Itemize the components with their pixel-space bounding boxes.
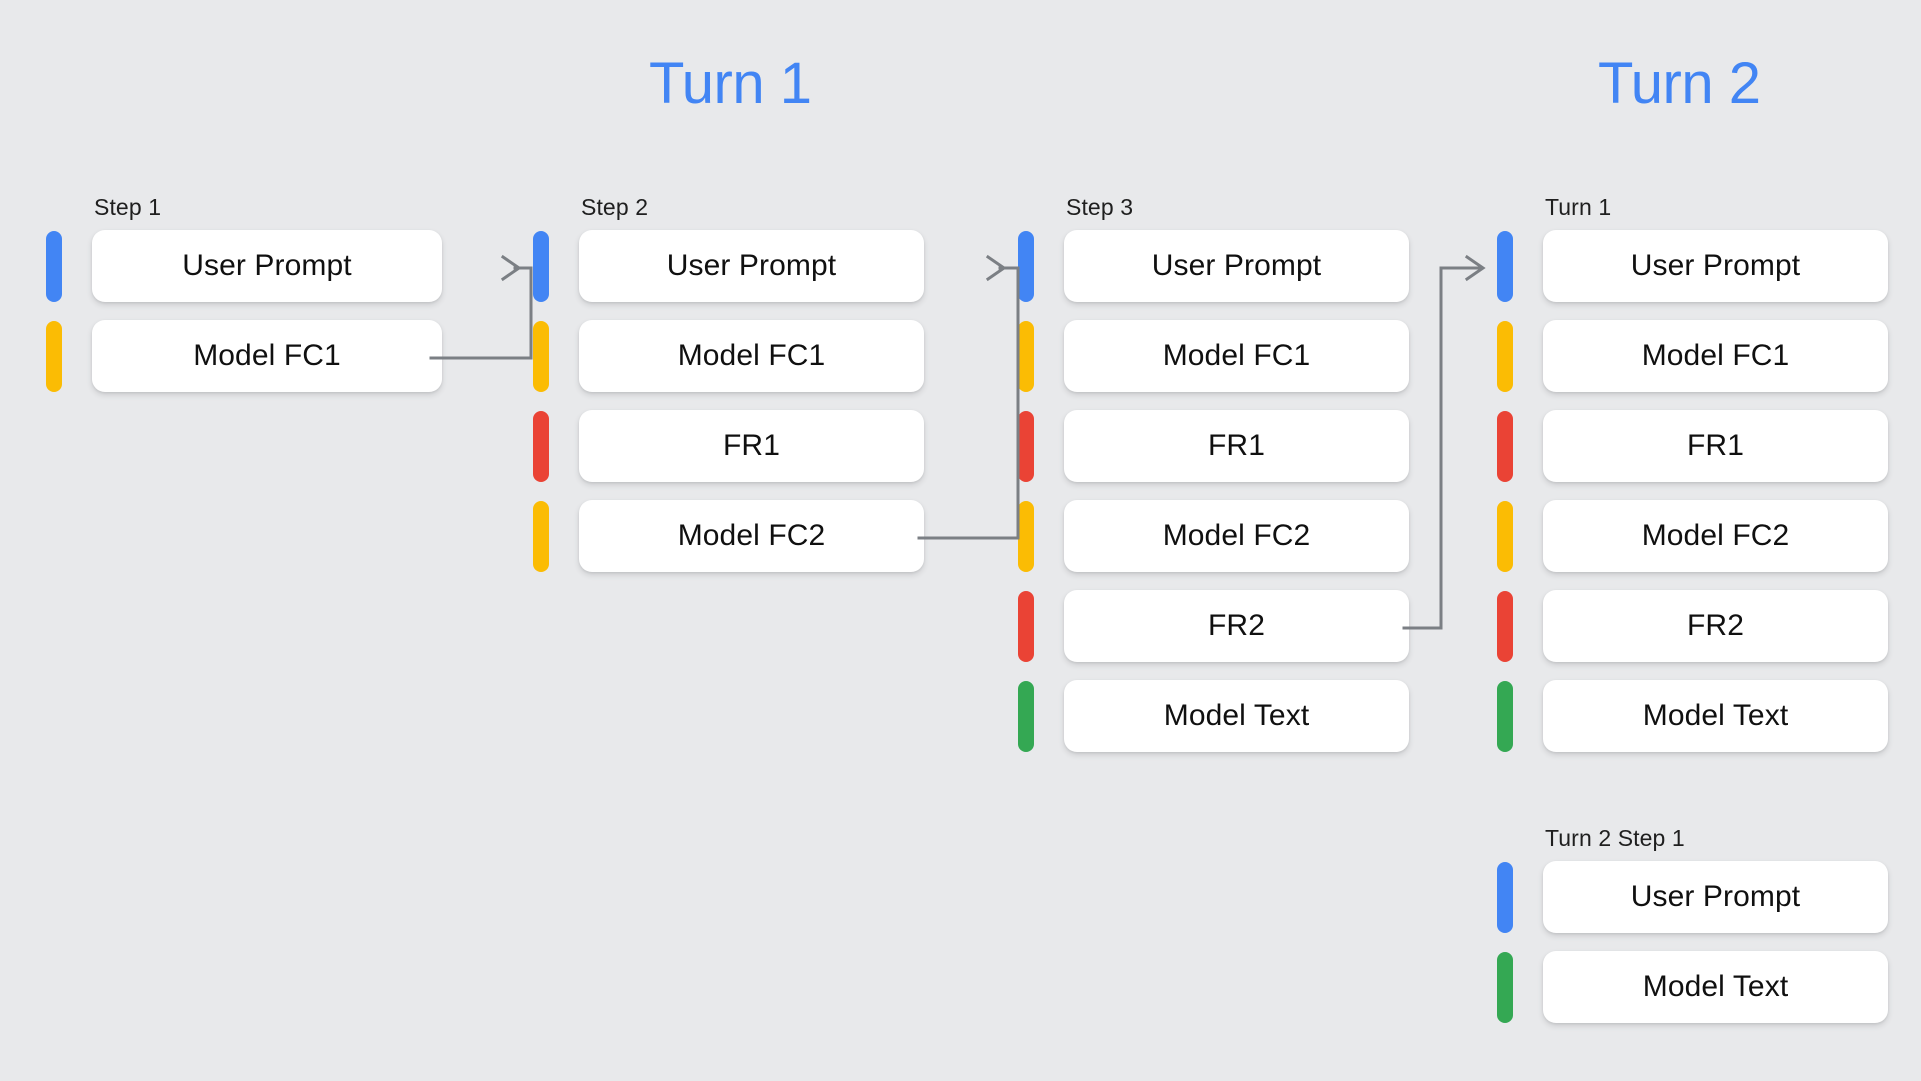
card-step-2-0[interactable]: User Prompt xyxy=(579,230,924,302)
row-step-2-3[interactable]: Model FC2 xyxy=(533,500,933,572)
card-label: Model Text xyxy=(1642,970,1789,1003)
card-label: FR1 xyxy=(1687,429,1744,462)
status-bar-yellow xyxy=(1497,500,1513,572)
card-step-3-4[interactable]: FR2 xyxy=(1064,590,1409,662)
status-bar-red xyxy=(533,410,549,482)
card-turn-2-turn-1-0[interactable]: User Prompt xyxy=(1543,230,1888,302)
card-label: Model Text xyxy=(1642,699,1789,732)
connector-path xyxy=(917,266,1020,540)
status-bar-blue xyxy=(533,230,549,302)
column-step-3: Step 3 User Prompt Model FC1 FR1 Model F… xyxy=(1018,194,1418,770)
status-bar-red xyxy=(1018,410,1034,482)
row-turn-2-turn-1-3[interactable]: Model FC2 xyxy=(1497,500,1897,572)
card-label: Model FC2 xyxy=(677,519,826,552)
column-label-step-2: Step 2 xyxy=(581,194,649,220)
card-turn-2-turn-1-3[interactable]: Model FC2 xyxy=(1543,500,1888,572)
card-label: User Prompt xyxy=(182,249,352,282)
column-step-2: Step 2 User Prompt Model FC1 FR1 Model F… xyxy=(533,194,933,590)
card-step-1-0[interactable]: User Prompt xyxy=(92,230,442,302)
status-bar-green xyxy=(1497,951,1513,1023)
status-bar-yellow xyxy=(46,320,62,392)
row-step-3-5[interactable]: Model Text xyxy=(1018,680,1418,752)
row-turn-2-step-1-1[interactable]: Model Text xyxy=(1497,951,1897,1023)
arrow-head-icon xyxy=(500,254,522,282)
row-step-3-2[interactable]: FR1 xyxy=(1018,410,1418,482)
card-turn-2-turn-1-2[interactable]: FR1 xyxy=(1543,410,1888,482)
column-turn-2-turn-1: Turn 1 User Prompt Model FC1 FR1 Model F… xyxy=(1497,194,1897,770)
card-label: Model FC1 xyxy=(193,339,341,372)
row-turn-2-turn-1-5[interactable]: Model Text xyxy=(1497,680,1897,752)
card-label: Model FC2 xyxy=(1641,519,1790,552)
status-bar-green xyxy=(1497,680,1513,752)
column-label-step-3: Step 3 xyxy=(1066,194,1134,220)
card-label: User Prompt xyxy=(666,249,837,282)
status-bar-yellow xyxy=(1497,320,1513,392)
card-label: FR2 xyxy=(1687,609,1744,642)
card-label: User Prompt xyxy=(1630,249,1801,282)
card-label: User Prompt xyxy=(1151,249,1322,282)
status-bar-yellow xyxy=(533,500,549,572)
connector-path xyxy=(429,266,533,360)
card-label: FR2 xyxy=(1208,609,1265,642)
status-bar-yellow xyxy=(1018,320,1034,392)
column-label-step-1: Step 1 xyxy=(94,194,162,220)
status-bar-red xyxy=(1497,590,1513,662)
arrow-head-icon xyxy=(985,254,1007,282)
card-step-3-5[interactable]: Model Text xyxy=(1064,680,1409,752)
card-step-2-2[interactable]: FR1 xyxy=(579,410,924,482)
column-turn-2-step-1: Turn 2 Step 1 User Prompt Model Text xyxy=(1497,825,1897,1041)
row-step-3-3[interactable]: Model FC2 xyxy=(1018,500,1418,572)
card-step-1-1[interactable]: Model FC1 xyxy=(92,320,442,392)
status-bar-yellow xyxy=(1018,500,1034,572)
status-bar-blue xyxy=(1497,230,1513,302)
arrow-head-icon xyxy=(1464,254,1486,282)
card-label: User Prompt xyxy=(1630,880,1801,913)
card-step-3-1[interactable]: Model FC1 xyxy=(1064,320,1409,392)
card-turn-2-step-1-0[interactable]: User Prompt xyxy=(1543,861,1888,933)
column-step-1: Step 1 User Prompt Model FC1 xyxy=(46,194,446,410)
turn-1-heading: Turn 1 xyxy=(649,51,812,116)
card-turn-2-step-1-1[interactable]: Model Text xyxy=(1543,951,1888,1023)
row-step-1-0[interactable]: User Prompt xyxy=(46,230,446,302)
card-turn-2-turn-1-4[interactable]: FR2 xyxy=(1543,590,1888,662)
row-turn-2-turn-1-2[interactable]: FR1 xyxy=(1497,410,1897,482)
card-step-2-1[interactable]: Model FC1 xyxy=(579,320,924,392)
card-label: Model FC1 xyxy=(1641,339,1790,372)
card-label: FR1 xyxy=(1208,429,1265,462)
card-turn-2-turn-1-5[interactable]: Model Text xyxy=(1543,680,1888,752)
row-turn-2-turn-1-1[interactable]: Model FC1 xyxy=(1497,320,1897,392)
card-step-3-3[interactable]: Model FC2 xyxy=(1064,500,1409,572)
row-step-2-0[interactable]: User Prompt xyxy=(533,230,933,302)
status-bar-blue xyxy=(46,230,62,302)
card-turn-2-turn-1-1[interactable]: Model FC1 xyxy=(1543,320,1888,392)
row-step-3-0[interactable]: User Prompt xyxy=(1018,230,1418,302)
row-turn-2-turn-1-4[interactable]: FR2 xyxy=(1497,590,1897,662)
column-label-turn-2-step-1: Turn 2 Step 1 xyxy=(1545,825,1685,851)
card-step-3-0[interactable]: User Prompt xyxy=(1064,230,1409,302)
card-step-3-2[interactable]: FR1 xyxy=(1064,410,1409,482)
card-step-2-3[interactable]: Model FC2 xyxy=(579,500,924,572)
row-turn-2-step-1-0[interactable]: User Prompt xyxy=(1497,861,1897,933)
row-step-2-1[interactable]: Model FC1 xyxy=(533,320,933,392)
status-bar-red xyxy=(1497,410,1513,482)
row-step-3-1[interactable]: Model FC1 xyxy=(1018,320,1418,392)
status-bar-yellow xyxy=(533,320,549,392)
card-label: Model FC1 xyxy=(677,339,826,372)
turn-2-heading: Turn 2 xyxy=(1598,51,1761,116)
status-bar-green xyxy=(1018,680,1034,752)
row-turn-2-turn-1-0[interactable]: User Prompt xyxy=(1497,230,1897,302)
row-step-2-2[interactable]: FR1 xyxy=(533,410,933,482)
card-label: Model FC2 xyxy=(1162,519,1311,552)
card-label: FR1 xyxy=(723,429,780,462)
status-bar-blue xyxy=(1018,230,1034,302)
status-bar-red xyxy=(1018,590,1034,662)
card-label: Model Text xyxy=(1163,699,1310,732)
column-label-turn-2-turn-1: Turn 1 xyxy=(1545,194,1612,220)
row-step-1-1[interactable]: Model FC1 xyxy=(46,320,446,392)
row-step-3-4[interactable]: FR2 xyxy=(1018,590,1418,662)
card-label: Model FC1 xyxy=(1162,339,1311,372)
status-bar-blue xyxy=(1497,861,1513,933)
